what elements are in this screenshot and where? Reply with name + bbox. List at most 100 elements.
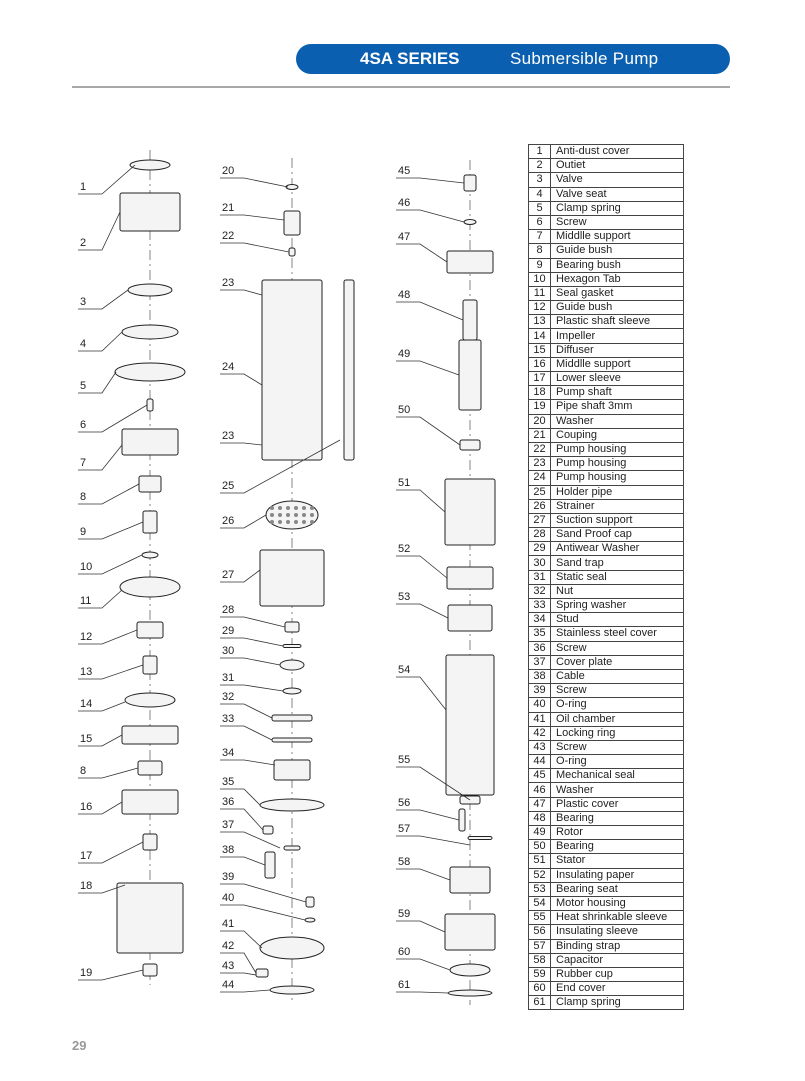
callout-label: 8 — [80, 765, 86, 777]
leader-line — [220, 616, 286, 628]
callout-label: 25 — [222, 480, 234, 492]
part-number: 57 — [528, 938, 551, 954]
part-name: Clamp spring — [550, 995, 684, 1011]
leader-line — [220, 214, 285, 221]
part-number: 32 — [528, 583, 551, 600]
part-name: Washer — [550, 413, 684, 429]
part-name: Bearing — [550, 810, 684, 827]
part-number: 40 — [528, 697, 551, 713]
part-number: 19 — [528, 399, 551, 415]
part-name: O-ring — [550, 697, 684, 713]
callout-label: 2 — [80, 237, 86, 249]
part-number: 21 — [528, 427, 551, 443]
callout-label: 51 — [398, 477, 410, 489]
part-name: Pump housing — [550, 441, 684, 458]
callout-label: 6 — [80, 419, 86, 431]
leader-line — [220, 569, 261, 583]
part-shape — [449, 963, 491, 977]
part-shape — [282, 687, 302, 695]
part-name: Strainer — [550, 498, 684, 514]
part-name: Antiwear Washer — [550, 541, 684, 557]
leader-line — [78, 767, 139, 779]
strainer-hole — [270, 506, 274, 510]
part-shape — [137, 760, 163, 776]
part-name: Seal gasket — [550, 285, 684, 302]
part-number: 11 — [528, 285, 551, 302]
callout-label: 45 — [398, 165, 410, 177]
callout-label: 16 — [80, 801, 92, 813]
part-number: 17 — [528, 370, 551, 387]
leader-line — [220, 442, 263, 446]
part-number: 27 — [528, 512, 551, 529]
part-number: 28 — [528, 527, 551, 543]
callout-label: 29 — [222, 625, 234, 637]
part-number: 54 — [528, 895, 551, 912]
part-shape — [458, 808, 466, 832]
part-number: 5 — [528, 200, 551, 216]
part-name: Valve seat — [550, 186, 684, 202]
part-shape — [116, 882, 184, 954]
part-number: 55 — [528, 910, 551, 926]
part-number: 26 — [528, 498, 551, 514]
part-number: 15 — [528, 342, 551, 358]
leader-line — [220, 725, 273, 741]
callout-label: 20 — [222, 165, 234, 177]
part-name: Capacitor — [550, 952, 684, 968]
leader-line — [396, 555, 448, 579]
strainer-hole — [294, 506, 298, 510]
part-shape — [138, 475, 162, 493]
part-shape — [269, 985, 315, 995]
part-name: Clamp spring — [550, 200, 684, 216]
leader-line — [78, 444, 123, 471]
leader-line — [396, 920, 446, 933]
part-shape — [261, 279, 323, 461]
part-shape — [264, 851, 276, 879]
part-name: Cable — [550, 668, 684, 685]
part-name: Pump housing — [550, 470, 684, 486]
leader-line — [396, 360, 460, 376]
part-shape — [121, 725, 179, 745]
strainer-hole — [310, 513, 314, 517]
part-shape — [121, 428, 179, 456]
leader-line — [396, 209, 465, 223]
leader-line — [78, 884, 126, 894]
part-number: 45 — [528, 768, 551, 784]
callout-label: 33 — [222, 713, 234, 725]
leader-line — [78, 211, 121, 251]
leader-line — [220, 856, 266, 866]
strainer-hole — [278, 513, 282, 517]
leader-line — [220, 788, 261, 806]
strainer-hole — [286, 506, 290, 510]
leader-line — [396, 991, 449, 994]
leader-line — [396, 868, 451, 881]
series-title: 4SA SERIES — [360, 49, 460, 68]
part-number: 7 — [528, 229, 551, 245]
callout-label: 8 — [80, 491, 86, 503]
callout-label: 17 — [80, 850, 92, 862]
part-name: Stud — [550, 612, 684, 628]
part-number: 38 — [528, 668, 551, 685]
part-name: Rubber cup — [550, 966, 684, 983]
part-shape — [446, 250, 494, 274]
part-name: Bearing — [550, 839, 684, 855]
callout-label: 32 — [222, 691, 234, 703]
part-shape — [444, 913, 496, 951]
part-number: 41 — [528, 711, 551, 727]
